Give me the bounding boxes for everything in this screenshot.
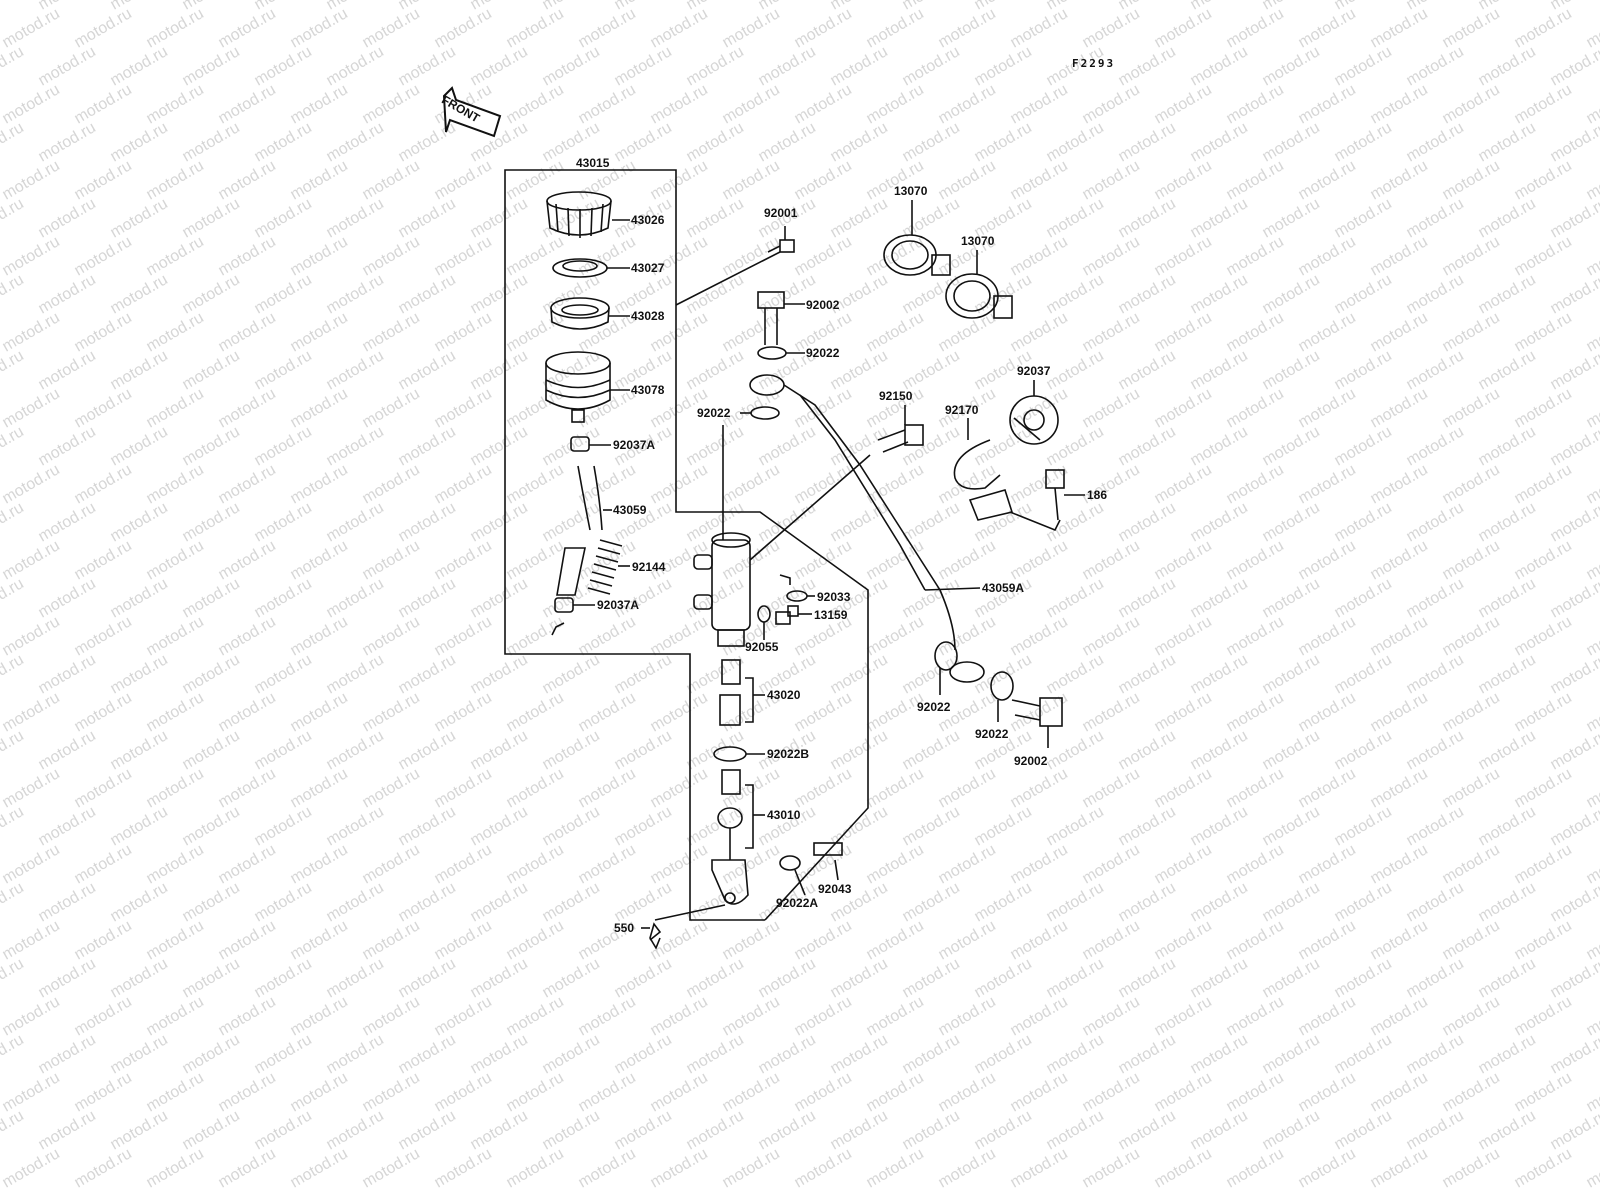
part-label-13159: 13159 bbox=[814, 608, 848, 622]
part-label-43010: 43010 bbox=[767, 808, 801, 822]
part-label-92022: 92022 bbox=[917, 700, 951, 714]
reservoir-cap-icon bbox=[546, 191, 612, 238]
part-label-92022a: 92022A bbox=[776, 896, 819, 910]
washer-icon bbox=[934, 641, 958, 671]
part-label-92002: 92002 bbox=[806, 298, 840, 312]
washer-icon bbox=[779, 855, 801, 871]
part-label-43020: 43020 bbox=[767, 688, 801, 702]
push-rod-icon bbox=[711, 769, 749, 905]
washer-icon bbox=[990, 671, 1014, 701]
diaphragm-icon bbox=[550, 297, 610, 330]
fitting-icon bbox=[775, 605, 799, 625]
spring-icon bbox=[587, 539, 623, 595]
cotter-pin-icon bbox=[649, 922, 662, 950]
diagram-code: F2293 bbox=[1072, 57, 1116, 70]
o-ring-icon bbox=[757, 605, 771, 623]
clip-icon bbox=[953, 439, 1014, 521]
part-label-92001: 92001 bbox=[764, 206, 798, 220]
part-label-92055: 92055 bbox=[745, 640, 779, 654]
part-label-92043: 92043 bbox=[818, 882, 852, 896]
o-ring-icon bbox=[786, 590, 808, 602]
assembly-bracket-43015 bbox=[504, 169, 765, 921]
part-label-43028: 43028 bbox=[631, 309, 665, 323]
part-label-92022: 92022 bbox=[806, 346, 840, 360]
banjo-bolt-icon bbox=[1011, 697, 1063, 727]
master-cylinder-icon bbox=[693, 532, 751, 647]
part-label-92144: 92144 bbox=[632, 560, 666, 574]
washer-icon bbox=[757, 346, 787, 360]
grommet-icon bbox=[1009, 395, 1059, 445]
part-label-550: 550 bbox=[614, 921, 635, 935]
part-label-13070: 13070 bbox=[961, 234, 995, 248]
part-label-92022b: 92022B bbox=[767, 747, 810, 761]
brake-hose-icon bbox=[749, 374, 985, 683]
front-arrow-icon bbox=[442, 86, 502, 138]
bolt-icon bbox=[1045, 469, 1065, 521]
part-label-92037a: 92037A bbox=[597, 598, 640, 612]
part-label-92170: 92170 bbox=[945, 403, 979, 417]
assembly-bracket-43015-right bbox=[598, 169, 869, 921]
part-label-92033: 92033 bbox=[817, 590, 851, 604]
part-label-92002: 92002 bbox=[1014, 754, 1048, 768]
part-label-92037a: 92037A bbox=[613, 438, 656, 452]
hose-clamp-icon bbox=[554, 597, 574, 613]
banjo-bolt-icon bbox=[757, 291, 785, 345]
part-label-92022: 92022 bbox=[975, 727, 1009, 741]
part-label-92022: 92022 bbox=[697, 406, 731, 420]
bolt-icon bbox=[877, 424, 924, 453]
bracket-icon bbox=[945, 273, 1013, 319]
bracket-icon bbox=[883, 234, 951, 276]
part-label-92150: 92150 bbox=[879, 389, 913, 403]
pin-icon bbox=[813, 842, 843, 856]
part-label-43059a: 43059A bbox=[982, 581, 1025, 595]
reservoir-icon bbox=[545, 351, 611, 423]
bolt-icon bbox=[767, 239, 795, 253]
part-label-43059: 43059 bbox=[613, 503, 647, 517]
part-label-92037: 92037 bbox=[1017, 364, 1051, 378]
washer-icon bbox=[750, 406, 780, 420]
hose-clamp-icon bbox=[570, 436, 590, 452]
plate-icon bbox=[552, 258, 608, 278]
piston-kit-icon bbox=[719, 659, 741, 726]
part-label-43078: 43078 bbox=[631, 383, 665, 397]
circlip-icon bbox=[713, 746, 747, 762]
part-label-43015: 43015 bbox=[576, 156, 610, 170]
part-label-43027: 43027 bbox=[631, 261, 665, 275]
part-label-186: 186 bbox=[1087, 488, 1108, 502]
part-label-13070: 13070 bbox=[894, 184, 928, 198]
reservoir-hose-icon bbox=[577, 465, 603, 531]
part-label-43026: 43026 bbox=[631, 213, 665, 227]
connector-pipe-icon bbox=[556, 547, 586, 596]
